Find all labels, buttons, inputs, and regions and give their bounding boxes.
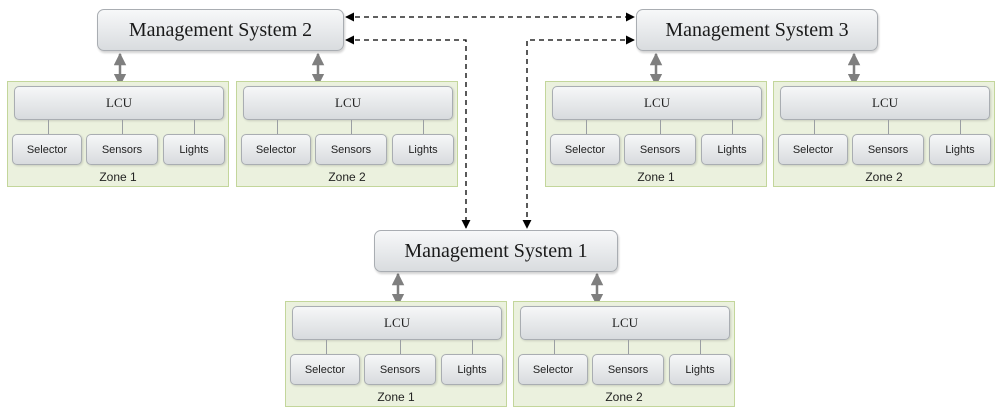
selector-label: Selector [255, 143, 297, 156]
lcu-label: LCU [872, 95, 898, 110]
management-system-3-label: Management System 3 [665, 18, 849, 41]
ms2-zone-1: LCU Selector Sensors Lights Zone 1 [7, 81, 229, 187]
lights-label: Lights [945, 143, 975, 156]
lights-box: Lights [669, 354, 731, 385]
management-system-1-label: Management System 1 [404, 239, 588, 262]
selector-label: Selector [564, 143, 606, 156]
lights-box: Lights [929, 134, 991, 165]
lights-label: Lights [685, 363, 715, 376]
lights-box: Lights [701, 134, 763, 165]
management-system-2-label: Management System 2 [128, 18, 313, 41]
lights-label: Lights [179, 143, 209, 156]
lcu-label: LCU [335, 95, 361, 110]
lights-box: Lights [441, 354, 503, 385]
zone-label: Zone 1 [637, 170, 675, 184]
zone-label: Zone 2 [865, 170, 903, 184]
lights-box: Lights [163, 134, 225, 165]
sensors-box: Sensors [852, 134, 924, 165]
selector-box: Selector [290, 354, 360, 385]
sensors-label: Sensors [607, 363, 649, 376]
ms2-zone-2: LCU Selector Sensors Lights Zone 2 [236, 81, 458, 187]
selector-box: Selector [778, 134, 848, 165]
selector-label: Selector [26, 143, 68, 156]
selector-label: Selector [792, 143, 834, 156]
lcu-box: LCU [243, 86, 453, 120]
ms1-zone-1: LCU Selector Sensors Lights Zone 1 [285, 301, 507, 407]
sensors-box: Sensors [624, 134, 696, 165]
ms1-zone-2: LCU Selector Sensors Lights Zone 2 [513, 301, 735, 407]
lights-label: Lights [457, 363, 487, 376]
sensors-label: Sensors [867, 143, 909, 156]
lcu-box: LCU [292, 306, 502, 340]
selector-box: Selector [518, 354, 588, 385]
selector-label: Selector [304, 363, 346, 376]
lights-label: Lights [717, 143, 747, 156]
lcu-label: LCU [384, 315, 410, 330]
zone-label: Zone 1 [377, 390, 415, 404]
lcu-box: LCU [520, 306, 730, 340]
dashed-link-ms2-ms1 [345, 35, 471, 229]
sensors-label: Sensors [379, 363, 421, 376]
zone-label: Zone 2 [328, 170, 366, 184]
lights-label: Lights [408, 143, 438, 156]
selector-box: Selector [241, 134, 311, 165]
lcu-label: LCU [106, 95, 132, 110]
lcu-label: LCU [612, 315, 638, 330]
lcu-label: LCU [644, 95, 670, 110]
sensors-box: Sensors [592, 354, 664, 385]
lights-box: Lights [392, 134, 454, 165]
lcu-box: LCU [780, 86, 990, 120]
zone-label: Zone 2 [605, 390, 643, 404]
sensors-label: Sensors [639, 143, 681, 156]
sensors-box: Sensors [315, 134, 387, 165]
sensors-label: Sensors [101, 143, 143, 156]
management-system-2: Management System 2 [97, 9, 344, 51]
lcu-box: LCU [14, 86, 224, 120]
ms3-zone-1: LCU Selector Sensors Lights Zone 1 [545, 81, 767, 187]
selector-box: Selector [550, 134, 620, 165]
management-system-1: Management System 1 [374, 230, 618, 272]
management-system-3: Management System 3 [636, 9, 878, 51]
selector-box: Selector [12, 134, 82, 165]
sensors-label: Sensors [330, 143, 372, 156]
sensors-box: Sensors [86, 134, 158, 165]
selector-label: Selector [532, 363, 574, 376]
sensors-box: Sensors [364, 354, 436, 385]
zone-label: Zone 1 [99, 170, 137, 184]
ms3-zone-2: LCU Selector Sensors Lights Zone 2 [773, 81, 995, 187]
lcu-box: LCU [552, 86, 762, 120]
